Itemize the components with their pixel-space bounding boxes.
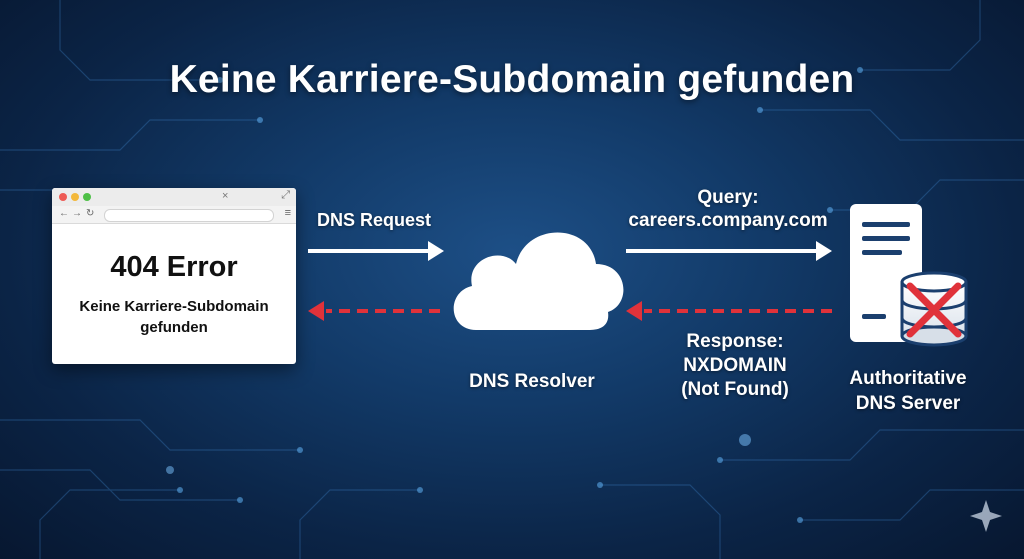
tab-close-icon: ×: [222, 190, 229, 202]
database-error-icon: [900, 271, 968, 347]
cloud-icon: [453, 232, 624, 330]
request-arrow: [308, 241, 444, 261]
query-label-line1: Query:: [697, 187, 759, 208]
browser-window: × ⤢ ← → ↻ ≡ 404 Error Keine Karriere-Sub…: [52, 188, 296, 364]
minimize-dot-icon: [71, 193, 79, 201]
response-label: Response: NXDOMAIN (Not Found): [650, 330, 820, 402]
error-title: 404 Error: [110, 251, 238, 283]
browser-titlebar: × ⤢: [52, 188, 296, 206]
back-icon: ←: [59, 208, 69, 219]
resolver-label: DNS Resolver: [469, 371, 595, 392]
server-label: Authoritative DNS Server: [818, 366, 998, 416]
address-bar: [104, 209, 274, 222]
response-label-line3: (Not Found): [681, 379, 789, 400]
close-dot-icon: [59, 193, 67, 201]
query-label: Query: careers.company.com: [610, 186, 846, 232]
query-label-line2: careers.company.com: [628, 210, 828, 231]
server-label-line2: DNS Server: [855, 393, 961, 414]
response-label-line1: Response:: [686, 331, 784, 352]
response-arrow-to-resolver: [626, 301, 832, 321]
browser-navbar: ← → ↻ ≡: [52, 206, 296, 224]
reload-icon: ↻: [86, 208, 95, 219]
dns-request-label: DNS Request: [316, 210, 432, 230]
response-label-line2: NXDOMAIN: [683, 355, 787, 376]
page-title: Keine Karriere-Subdomain gefunden: [169, 58, 855, 101]
query-arrow: [626, 241, 832, 261]
error-cross-icon: [906, 282, 962, 338]
maximize-dot-icon: [83, 193, 91, 201]
menu-icon: ≡: [284, 207, 291, 219]
sparkle-icon: [970, 500, 1002, 532]
forward-icon: →: [72, 208, 82, 219]
expand-icon: ⤢: [281, 189, 290, 201]
error-message: Keine Karriere-Subdomain gefunden: [79, 298, 269, 336]
response-arrow-to-browser: [308, 301, 440, 321]
server-label-line1: Authoritative: [849, 368, 967, 389]
